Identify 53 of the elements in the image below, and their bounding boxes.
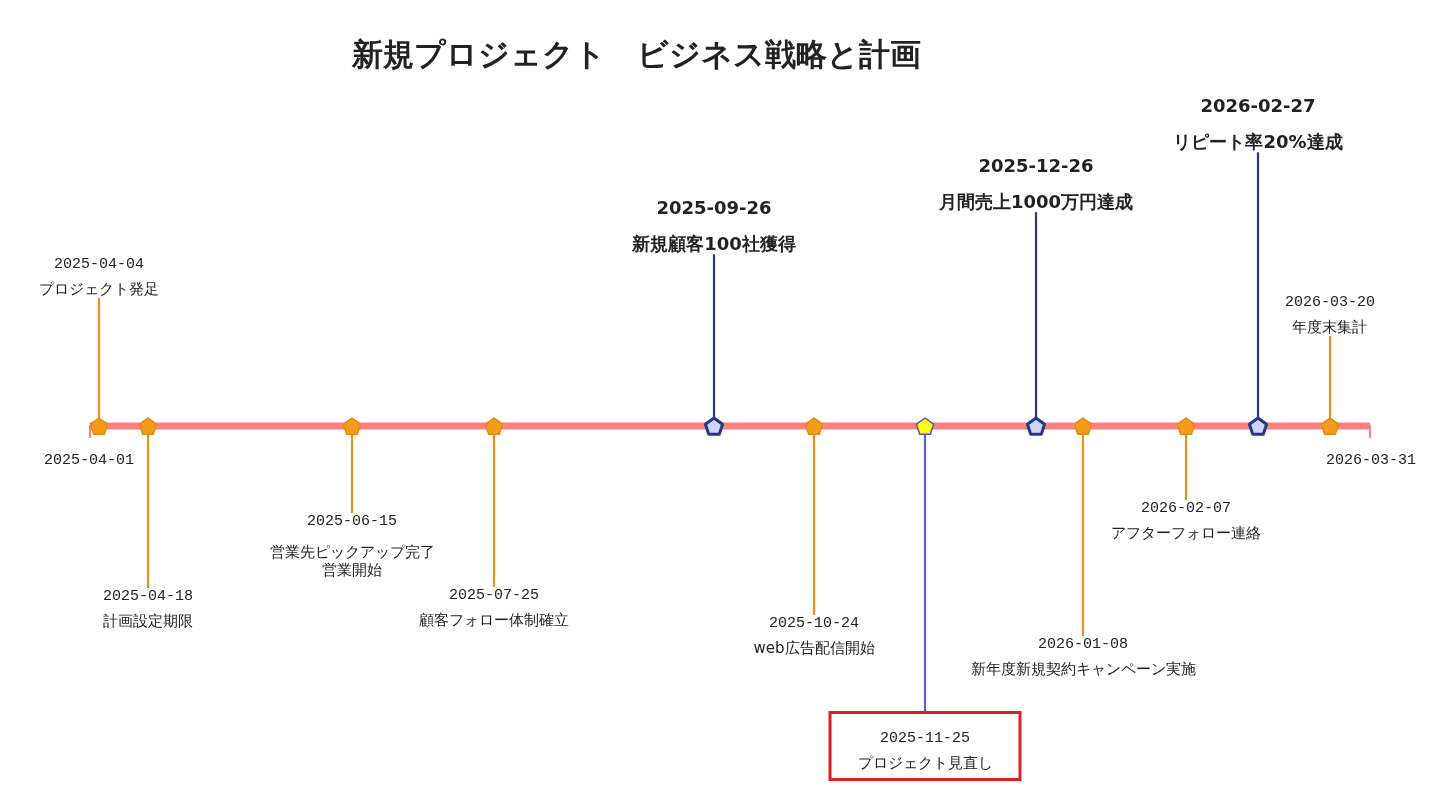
event-title: 営業先ピックアップ完了 [269,543,435,561]
leader-line [492,434,496,587]
highlighted-event-box [828,711,1022,781]
leader-line [1081,434,1085,636]
axis-end-date: 2025-04-01 [44,452,134,469]
event-date: 2025-10-24 [768,615,860,633]
event-date: 2026-03-20 [1285,294,1375,312]
event-marker [915,417,935,436]
event-marker [342,417,362,436]
event-date: 2025-12-26 [977,155,1095,177]
event-date: 2025-09-26 [655,197,773,219]
event-title: 計画設定期限 [103,612,193,630]
event-date: 2026-02-07 [1140,500,1232,518]
event-title: 新年度新規契約キャンペーン実施 [970,660,1196,678]
event-marker [1073,417,1093,436]
event-date: 2026-02-27 [1199,95,1317,117]
leader-line [1256,152,1260,418]
event-marker [484,417,504,436]
event-title: 営業開始 [321,561,383,579]
event-marker [1247,416,1269,436]
leader-line [1034,212,1038,418]
event-marker [1025,416,1047,436]
event-title: プロジェクト発足 [39,280,159,298]
event-date: 2025-04-04 [53,256,145,274]
event-title: 年度末集計 [1291,318,1369,336]
leader-line [1328,336,1332,418]
event-date: 2025-11-25 [879,730,971,748]
event-date: 2025-07-25 [448,587,540,605]
leader-line [146,434,150,588]
leader-line [923,434,927,711]
event-title: リピート率20%達成 [1173,130,1343,153]
event-marker [703,416,725,436]
leader-line [350,434,354,513]
event-title: プロジェクト見直し [857,754,993,772]
event-marker [804,417,824,436]
leader-line [712,254,716,418]
event-title: 月間売上1000万円達成 [938,190,1134,213]
event-marker [138,417,158,436]
event-marker [1176,417,1196,436]
event-title: web広告配信開始 [753,639,875,657]
axis-end-date: 2026-03-31 [1326,452,1416,469]
event-title: 新規顧客100社獲得 [632,232,796,255]
event-marker [89,417,109,436]
event-date: 2026-01-08 [1037,636,1129,654]
event-title: 顧客フォロー体制確立 [419,611,569,629]
event-marker [1320,417,1340,436]
leader-line [812,434,816,615]
leader-line [97,298,101,418]
leader-line [1184,434,1188,500]
event-title: アフターフォロー連絡 [1111,524,1261,542]
title: 新規プロジェクト ビジネス戦略と計画 [352,35,921,74]
event-date: 2025-04-18 [103,588,193,606]
event-date: 2025-06-15 [306,513,398,531]
